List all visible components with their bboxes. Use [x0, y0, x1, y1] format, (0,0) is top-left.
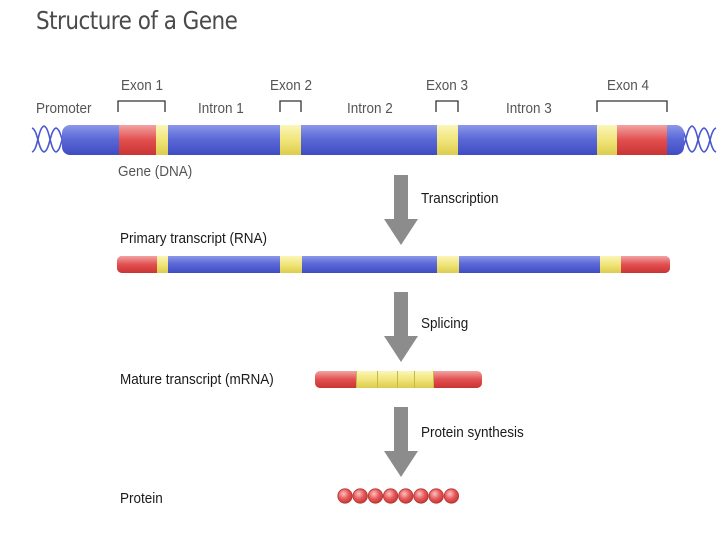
protein-bead — [443, 488, 460, 504]
dna-helix-right-icon — [679, 125, 717, 153]
splicing-label: Splicing — [421, 315, 469, 332]
primary-transcript-label: Primary transcript (RNA) — [120, 230, 268, 247]
mature-utr-5-segment — [315, 371, 356, 388]
intron-1-label: Intron 1 — [198, 100, 244, 117]
splicing-arrow-icon — [384, 292, 418, 362]
protein-bead — [337, 488, 353, 504]
mature-utr-3-segment — [433, 371, 482, 388]
primary-exon-2-segment — [280, 256, 302, 273]
protein-bead — [382, 488, 399, 504]
mature-transcript-label: Mature transcript (mRNA) — [120, 371, 274, 388]
promoter-label: Promoter — [36, 100, 92, 117]
exon-brackets — [117, 100, 668, 112]
intron-3-label: Intron 3 — [506, 100, 552, 117]
exon-1-label: Exon 1 — [121, 77, 164, 94]
mature-coding-region — [356, 371, 434, 388]
exon-3-label: Exon 3 — [426, 77, 469, 94]
primary-transcript-bar — [117, 256, 670, 273]
gene-dna-bar — [62, 125, 684, 155]
exon-junction-3 — [414, 371, 415, 388]
primary-exon-3-segment — [437, 256, 459, 273]
protein-label: Protein — [120, 490, 163, 507]
mature-transcript-bar — [315, 371, 482, 388]
exon-4-coding-segment — [597, 125, 617, 155]
exon-2-label: Exon 2 — [270, 77, 313, 94]
exon-1-coding-segment — [156, 125, 168, 155]
exon-3-segment — [437, 125, 458, 155]
utr-3-segment — [617, 125, 667, 155]
transcription-arrow-icon — [384, 175, 418, 245]
exon-2-segment — [280, 125, 301, 155]
protein-bead — [413, 488, 429, 504]
primary-utr-3-segment — [621, 256, 670, 273]
protein-bead — [428, 488, 444, 504]
protein-synthesis-arrow-icon — [384, 407, 418, 477]
transcription-label: Transcription — [421, 190, 499, 207]
protein-bead — [367, 488, 384, 504]
protein-bead — [352, 488, 368, 504]
exon-junction-1 — [377, 371, 378, 388]
protein-beads — [337, 488, 460, 504]
utr-5-segment — [119, 125, 156, 155]
exon-4-label: Exon 4 — [607, 77, 650, 94]
protein-bead — [398, 488, 414, 504]
protein-synthesis-label: Protein synthesis — [421, 424, 524, 441]
intron-2-label: Intron 2 — [347, 100, 393, 117]
gene-dna-label: Gene (DNA) — [118, 163, 193, 180]
primary-exon-4-segment — [600, 256, 621, 273]
primary-utr-5-segment — [117, 256, 157, 273]
exon-junction-2 — [397, 371, 398, 388]
page-title: Structure of a Gene — [36, 6, 238, 35]
primary-exon-1-segment — [157, 256, 168, 273]
